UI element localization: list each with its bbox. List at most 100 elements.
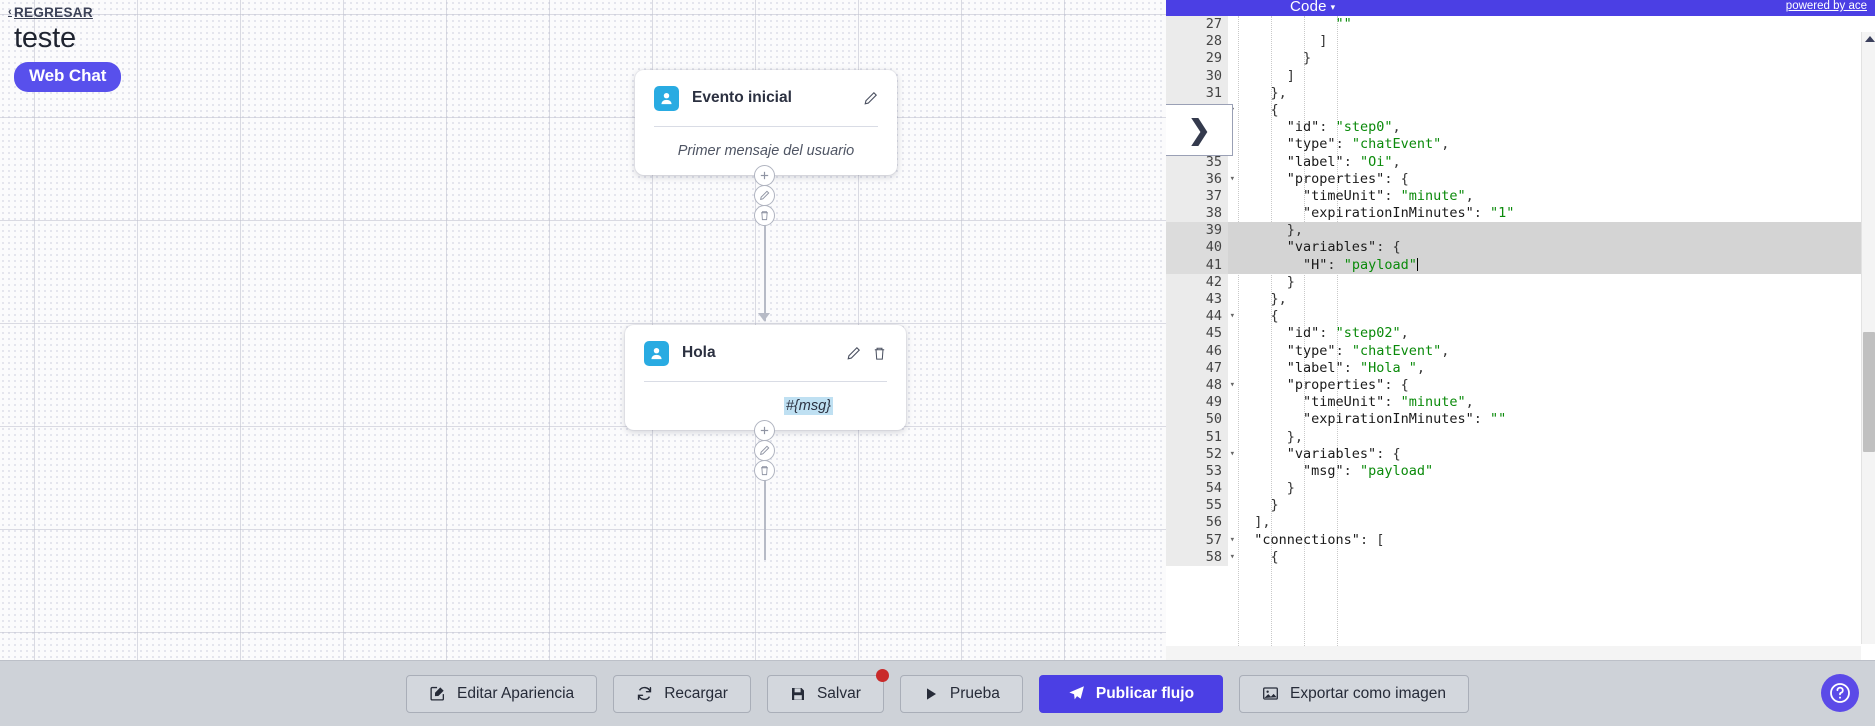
publish-flow-button[interactable]: Publicar flujo — [1038, 674, 1224, 713]
code-line[interactable]: 53 "msg": "payload" — [1166, 462, 1875, 481]
fold-toggle-icon[interactable]: ▾ — [1229, 448, 1235, 459]
code-text: ] — [1238, 67, 1295, 84]
node-title: Hola — [682, 344, 716, 361]
code-text: } — [1238, 497, 1279, 514]
editor-body[interactable]: 27 ""28 ]29 }30 ]31 },32▾ {33 "id": "ste… — [1166, 16, 1875, 660]
code-line[interactable]: 28 ] — [1166, 33, 1875, 51]
code-text: "id": "step0", — [1286, 119, 1401, 136]
edit-icon[interactable] — [863, 91, 878, 106]
code-line[interactable]: 58▾ { — [1166, 548, 1875, 566]
code-line[interactable]: 49 "timeUnit": "minute", — [1166, 394, 1875, 412]
scroll-up-arrow-icon[interactable] — [1865, 36, 1875, 42]
refresh-icon — [636, 685, 653, 702]
pencil-icon[interactable] — [754, 440, 775, 461]
line-number: 52▾ — [1166, 445, 1235, 463]
fold-toggle-icon[interactable]: ▾ — [1229, 311, 1235, 322]
code-line[interactable]: 57▾ "connections": [ — [1166, 531, 1875, 549]
connector-actions-1[interactable] — [754, 165, 775, 226]
chevron-left-icon: ‹ — [8, 6, 12, 18]
flow-node-hola[interactable]: Hola #{msg} — [625, 325, 906, 430]
plus-icon[interactable] — [754, 420, 775, 441]
code-line[interactable]: 27 "" — [1166, 16, 1875, 34]
code-text: }, — [1238, 84, 1287, 101]
edit-icon[interactable] — [846, 346, 861, 361]
node-header: Hola — [644, 325, 887, 381]
editor-horizontal-scrollbar[interactable] — [1166, 646, 1861, 660]
code-line[interactable]: 43 }, — [1166, 291, 1875, 309]
code-text: "msg": "payload" — [1303, 462, 1434, 479]
fold-toggle-icon[interactable]: ▾ — [1229, 534, 1235, 545]
scrollbar-thumb[interactable] — [1863, 332, 1875, 452]
editor-vertical-scrollbar[interactable] — [1861, 32, 1875, 644]
code-text: "" — [1335, 16, 1352, 32]
code-line[interactable]: 46 "type": "chatEvent", — [1166, 342, 1875, 360]
editor-mode-selector[interactable]: Code▾ — [1290, 0, 1335, 15]
edit-appearance-button[interactable]: Editar Apariencia — [406, 674, 598, 713]
code-line[interactable]: 32▾ { — [1166, 101, 1875, 120]
powered-by-ace-link[interactable]: powered by ace — [1785, 0, 1867, 12]
code-line[interactable]: 48▾ "properties": { — [1166, 376, 1875, 395]
code-editor-panel[interactable]: Code▾ powered by ace 27 ""28 ]29 }30 ]31… — [1166, 0, 1875, 660]
code-line[interactable]: 54 } — [1166, 480, 1875, 498]
line-number: 51 — [1166, 428, 1228, 446]
help-button[interactable] — [1821, 674, 1859, 712]
fold-toggle-icon[interactable]: ▾ — [1229, 173, 1235, 184]
code-line[interactable]: 52▾ "variables": { — [1166, 445, 1875, 463]
fold-toggle-icon[interactable]: ▾ — [1229, 379, 1235, 390]
code-line[interactable]: 51 }, — [1166, 428, 1875, 446]
code-line[interactable]: 55 } — [1166, 497, 1875, 515]
reload-label: Recargar — [664, 684, 728, 702]
flow-canvas[interactable]: ‹ REGRESAR teste Web Chat Evento inicial — [0, 0, 1166, 660]
code-line[interactable]: 38 "expirationInMinutes": "1" — [1166, 205, 1875, 223]
trash-icon[interactable] — [754, 460, 775, 481]
code-line[interactable]: 37 "timeUnit": "minute", — [1166, 187, 1875, 206]
code-line[interactable]: 34 "type": "chatEvent", — [1166, 136, 1875, 154]
pencil-icon[interactable] — [754, 185, 775, 206]
node-actions — [846, 346, 887, 361]
export-image-button[interactable]: Exportar como imagen — [1239, 674, 1469, 713]
line-number: 56 — [1166, 514, 1228, 532]
code-lines[interactable]: 27 ""28 ]29 }30 ]31 },32▾ {33 "id": "ste… — [1166, 16, 1875, 566]
code-line[interactable]: 56 ], — [1166, 514, 1875, 532]
code-line[interactable]: 44▾ { — [1166, 308, 1875, 326]
test-button[interactable]: Prueba — [899, 674, 1023, 713]
line-number: 37 — [1166, 187, 1228, 206]
variable-token: #{msg} — [783, 397, 833, 415]
play-icon — [923, 686, 939, 702]
code-text: "properties": { — [1286, 170, 1409, 187]
back-link-label: REGRESAR — [13, 5, 93, 20]
plus-icon[interactable] — [754, 165, 775, 186]
reload-button[interactable]: Recargar — [613, 674, 751, 713]
save-button[interactable]: Salvar — [766, 668, 889, 713]
code-line[interactable]: 41 "H": "payload" — [1166, 256, 1875, 275]
code-line[interactable]: 29 } — [1166, 50, 1875, 68]
image-icon — [1262, 685, 1279, 702]
code-line[interactable]: 35 "label": "Oi", — [1166, 153, 1875, 171]
line-number: 38 — [1166, 205, 1228, 223]
code-line[interactable]: 39 }, — [1166, 222, 1875, 240]
line-number: 41 — [1166, 256, 1228, 274]
code-line[interactable]: 30 ] — [1166, 67, 1875, 85]
code-text: "expirationInMinutes": "" — [1303, 411, 1507, 428]
code-line[interactable]: 33 "id": "step0", — [1166, 119, 1875, 137]
code-text: "id": "step02", — [1286, 325, 1409, 342]
connector-actions-2[interactable] — [754, 420, 775, 481]
line-number: 40▾ — [1166, 239, 1235, 257]
code-line[interactable]: 45 "id": "step02", — [1166, 325, 1875, 343]
fold-toggle-icon[interactable]: ▾ — [1229, 551, 1235, 562]
code-line[interactable]: 40▾ "variables": { — [1166, 239, 1875, 257]
flow-node-evento-inicial[interactable]: Evento inicial Primer mensaje del usuari… — [635, 70, 897, 175]
line-number: 50 — [1166, 411, 1228, 429]
code-line[interactable]: 42 } — [1166, 273, 1875, 291]
floppy-icon — [790, 686, 806, 702]
node-divider — [644, 381, 887, 382]
fold-indicator-box[interactable]: ❯ — [1166, 104, 1233, 156]
back-link[interactable]: ‹ REGRESAR — [8, 5, 93, 20]
code-line[interactable]: 31 }, — [1166, 84, 1875, 102]
code-line[interactable]: 36▾ "properties": { — [1166, 170, 1875, 188]
code-line[interactable]: 50 "expirationInMinutes": "" — [1166, 411, 1875, 429]
publish-flow-label: Publicar flujo — [1095, 684, 1195, 702]
code-line[interactable]: 47 "label": "Hola ", — [1166, 359, 1875, 377]
delete-icon[interactable] — [872, 346, 887, 361]
trash-icon[interactable] — [754, 205, 775, 226]
